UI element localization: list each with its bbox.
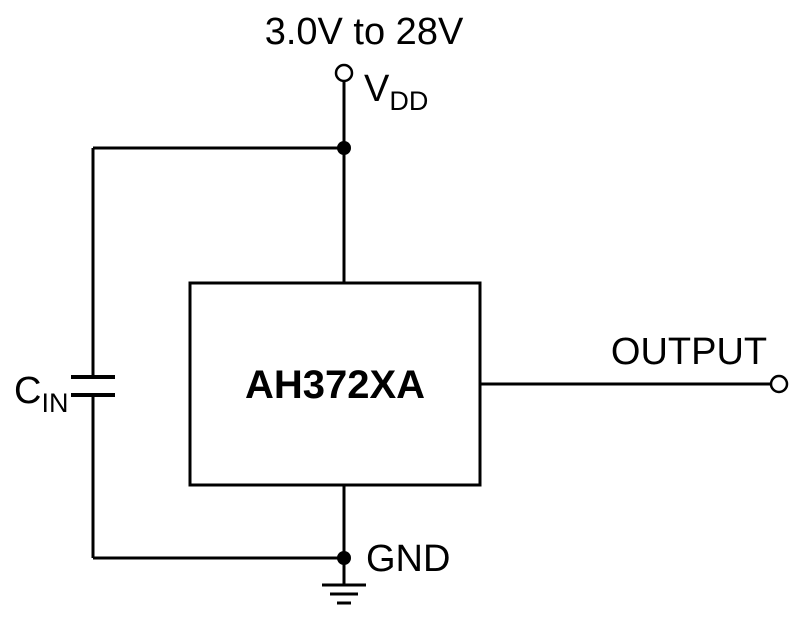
chip-label: AH372XA: [245, 363, 425, 407]
capacitor-symbol: [71, 375, 115, 397]
vdd-label-sub: DD: [389, 86, 428, 116]
cin-label: CIN: [14, 370, 68, 418]
ground-symbol: [322, 583, 366, 605]
gnd-label: GND: [366, 538, 450, 580]
supply-range-label: 3.0V to 28V: [265, 11, 464, 53]
cin-label-main: C: [14, 370, 41, 412]
vdd-label: VDD: [364, 68, 428, 116]
vdd-terminal: [334, 63, 354, 83]
vdd-label-main: V: [364, 68, 390, 110]
output-label: OUTPUT: [611, 331, 767, 373]
cin-label-sub: IN: [41, 388, 68, 418]
chip-body: [188, 281, 482, 487]
gnd-junction-dot: [337, 551, 351, 565]
output-terminal: [769, 374, 789, 394]
